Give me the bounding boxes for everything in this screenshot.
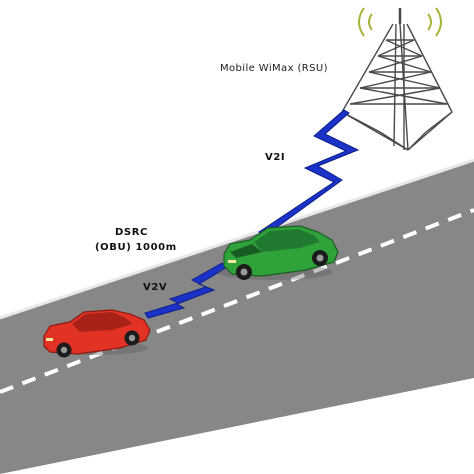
- v2v-link: [144, 262, 227, 319]
- obu-range-label: (OBU) 1000m: [95, 242, 177, 253]
- v2i-label: V2I: [265, 152, 286, 163]
- rsu-label: Mobile WiMax (RSU): [220, 63, 328, 74]
- v2v-label: V2V: [143, 282, 168, 293]
- lane-marking: [0, 208, 474, 394]
- radio-tower-icon: [341, 7, 453, 151]
- road-surface: [0, 160, 474, 474]
- dsrc-label: DSRC: [115, 227, 148, 238]
- green-car-icon: [217, 225, 339, 280]
- road-edge-top: [0, 158, 474, 320]
- red-car-icon: [43, 309, 151, 358]
- v2i-link: [258, 109, 360, 239]
- road: [0, 158, 474, 474]
